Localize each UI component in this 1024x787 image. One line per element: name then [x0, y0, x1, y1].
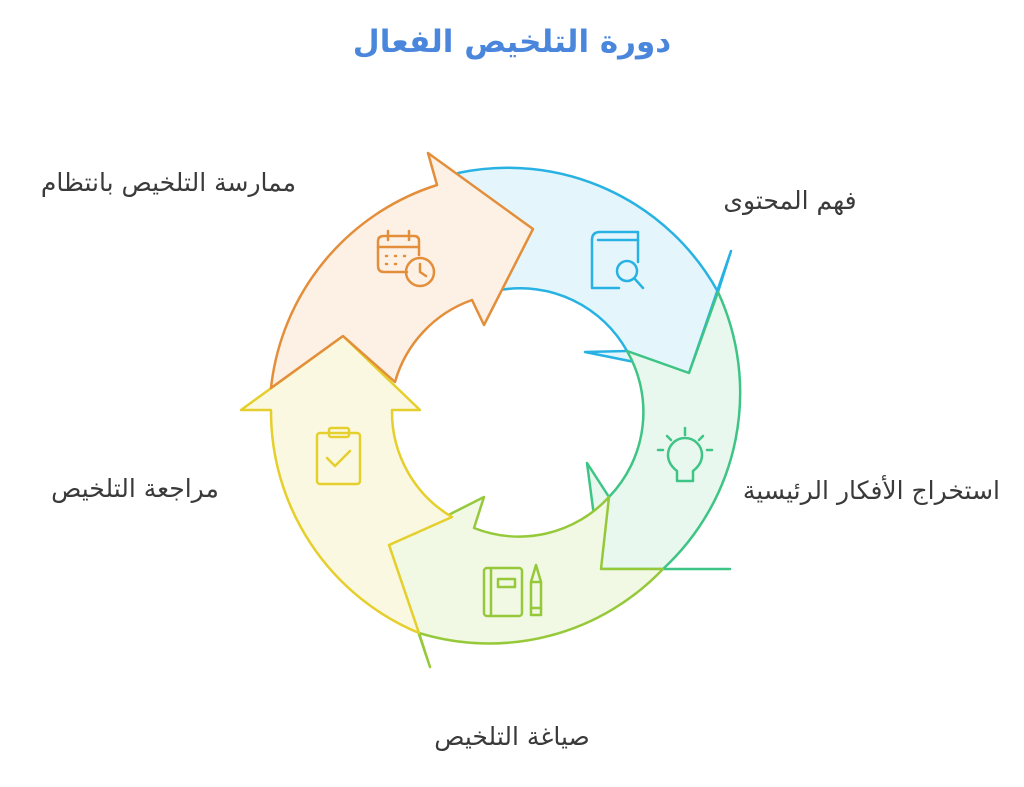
cycle-segment-practice: [269, 151, 535, 390]
notebook-pencil-icon: [482, 563, 543, 618]
cycle-segment-write: [387, 495, 665, 669]
book-search-icon: [590, 230, 645, 290]
label-understand-content: فهم المحتوى: [723, 186, 857, 215]
label-review-summary: مراجعة التلخيص: [51, 474, 219, 503]
label-extract-main-ideas: استخراج الأفكار الرئيسية: [742, 476, 1000, 505]
arrow-practice: [269, 151, 535, 390]
diagram-title: دورة التلخيص الفعال: [352, 24, 672, 60]
arrow-write: [387, 495, 665, 669]
calendar-clock-icon: [376, 229, 436, 288]
clipboard-check-icon: [315, 426, 362, 486]
label-write-summary: صياغة التلخيص: [434, 722, 590, 751]
cycle-segment-review: [239, 334, 454, 635]
lightbulb-icon: [656, 426, 714, 483]
label-practice-regularly: ممارسة التلخيص بانتظام: [40, 168, 296, 197]
